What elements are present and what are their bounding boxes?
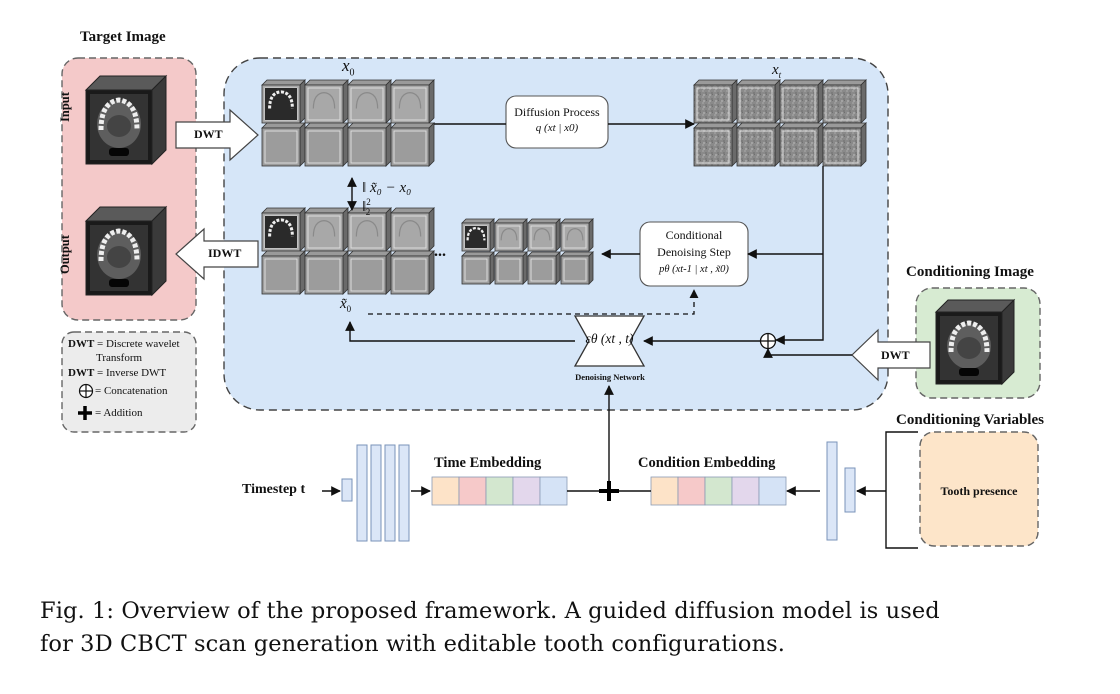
idwt-arrow xyxy=(175,227,259,281)
conditional-denoising-text: Conditional Denoising Step pθ (xt-1 | xt… xyxy=(657,228,731,275)
conditioning-variables-panel xyxy=(919,431,1039,547)
intermediate-block xyxy=(527,251,561,285)
xt-block xyxy=(736,79,781,124)
intermediate-block xyxy=(527,218,561,252)
x0-block xyxy=(390,122,435,167)
condition-encoder xyxy=(826,441,856,541)
input-label: Input xyxy=(58,92,72,122)
timestep-encoder xyxy=(341,444,410,542)
output-ct-cube xyxy=(84,205,168,297)
target-image-title: Target Image xyxy=(80,29,166,45)
output-block xyxy=(304,207,349,252)
time-embedding-title: Time Embedding xyxy=(434,455,542,471)
dwt-label-right: DWT xyxy=(881,348,910,362)
addition-icon xyxy=(599,481,619,501)
output-block xyxy=(261,250,306,295)
embedding-cell xyxy=(758,476,787,506)
intermediate-block xyxy=(461,218,495,252)
dwt-arrow-left xyxy=(175,108,259,162)
dashed-feedback xyxy=(368,289,699,315)
xt-block xyxy=(822,79,867,124)
ellipsis: ... xyxy=(434,243,446,260)
x0-block xyxy=(347,79,392,124)
x0-block xyxy=(390,79,435,124)
conditioning-ct-cube xyxy=(934,298,1016,386)
x0-block xyxy=(304,122,349,167)
diffusion-process-box xyxy=(505,95,609,149)
output-block xyxy=(261,207,306,252)
denoising-network-shape xyxy=(573,315,646,367)
xt-block xyxy=(693,79,738,124)
embedding-cell xyxy=(731,476,760,506)
x0-tilde-label: x̃0 xyxy=(340,296,352,314)
xt-block xyxy=(779,122,824,167)
x0-block xyxy=(304,79,349,124)
xt-block xyxy=(693,122,738,167)
xt-block xyxy=(822,122,867,167)
embedding-cell xyxy=(512,476,541,506)
dwt-arrow-right xyxy=(851,328,931,382)
embedding-cell xyxy=(539,476,568,506)
legend-concatenation: = Concatenation xyxy=(95,385,168,397)
embedding-cell xyxy=(431,476,460,506)
connectors xyxy=(345,119,852,489)
diffusion-process-text: Diffusion Process q (xt | x0) xyxy=(514,105,600,134)
legend-panel xyxy=(61,331,197,433)
network-formula: εθ (xt , t) xyxy=(585,331,634,346)
embedding-cell xyxy=(485,476,514,506)
output-block xyxy=(347,250,392,295)
intermediate-block xyxy=(461,251,495,285)
caption-line-1: Fig. 1: Overview of the proposed framewo… xyxy=(40,598,940,624)
idwt-label: IDWT xyxy=(208,246,242,260)
intermediate-block xyxy=(494,251,528,285)
loss-term: ‖ x̃₀ − x₀ ‖22 xyxy=(362,180,412,217)
xt-block xyxy=(779,79,824,124)
legend-idwt: DWT = Inverse DWT xyxy=(68,367,167,379)
x0-block xyxy=(347,122,392,167)
output-label: Output xyxy=(58,235,72,274)
output-block xyxy=(390,250,435,295)
embedding-cell xyxy=(677,476,706,506)
xt-label: xt xyxy=(772,62,782,80)
embedding-cell xyxy=(704,476,733,506)
x0-block xyxy=(261,79,306,124)
condition-embedding-vector xyxy=(650,476,787,506)
x0-label: x0 xyxy=(342,56,355,79)
xt-block xyxy=(736,122,781,167)
x0-block xyxy=(261,122,306,167)
condition-embedding-title: Condition Embedding xyxy=(638,455,776,471)
legend-addition: = Addition xyxy=(95,407,143,419)
embedding-cell xyxy=(458,476,487,506)
embedding-cell xyxy=(650,476,679,506)
dwt-label-left: DWT xyxy=(194,127,223,141)
legend-concatenation-icon xyxy=(78,383,94,399)
concatenation-icon xyxy=(759,332,777,350)
wavelet-blocks xyxy=(261,79,867,295)
intermediate-block xyxy=(560,251,594,285)
figure-caption: Fig. 1: Overview of the proposed framewo… xyxy=(40,595,1100,661)
intermediate-block xyxy=(494,218,528,252)
network-label: Denoising Network xyxy=(575,372,645,382)
output-block xyxy=(390,207,435,252)
input-ct-cube xyxy=(84,74,168,166)
output-block xyxy=(304,250,349,295)
intermediate-block xyxy=(560,218,594,252)
conditioning-variables-title: Conditioning Variables xyxy=(896,412,1044,428)
timestep-label: Timestep t xyxy=(242,482,306,497)
time-embedding-vector xyxy=(431,476,568,506)
caption-line-2: for 3D CBCT scan generation with editabl… xyxy=(40,631,786,657)
output-block xyxy=(347,207,392,252)
legend-addition-icon xyxy=(78,406,92,420)
conditioning-image-title: Conditioning Image xyxy=(906,264,1034,280)
tooth-presence-label: Tooth presence xyxy=(940,484,1018,498)
